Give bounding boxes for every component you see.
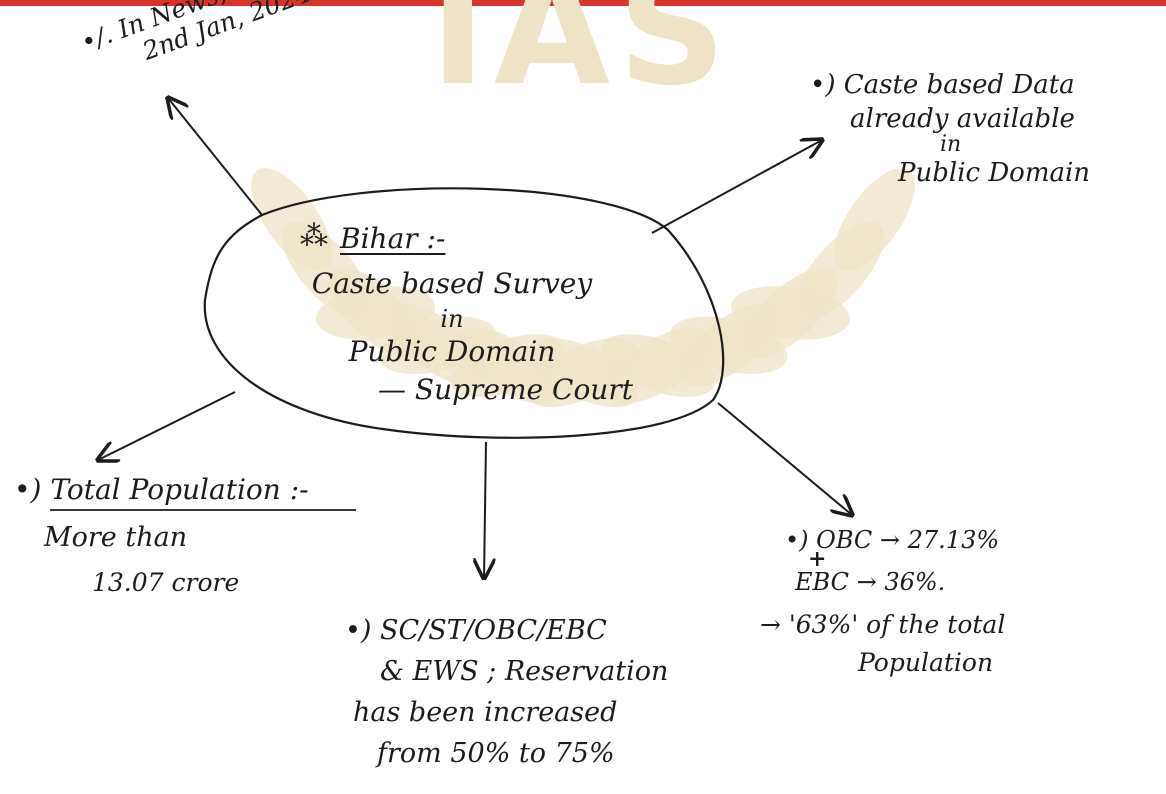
- obc-plus: +: [808, 546, 827, 572]
- arrow-to-population: [98, 391, 236, 460]
- reservation-note: •) SC/ST/OBC/EBC & EWS ; Reservation has…: [345, 617, 668, 767]
- laurel-leaves: [251, 168, 915, 408]
- laurel-leaf: [678, 303, 779, 387]
- reservation-line-1: •) SC/ST/OBC/EBC: [345, 615, 607, 646]
- watermark-text: IAS: [430, 0, 734, 119]
- public-data-line-2: already available: [850, 104, 1075, 134]
- arrow-to-news: [168, 98, 263, 216]
- center-heading: Bihar :-: [340, 222, 446, 255]
- public-data-note: •) Caste based Data already available in…: [810, 72, 1090, 186]
- population-bullet: •): [14, 473, 42, 506]
- center-line-4: — Supreme Court: [378, 373, 633, 406]
- public-data-line-1: •) Caste based Data: [810, 70, 1075, 100]
- population-line-1: More than: [44, 522, 188, 553]
- arrow-to-obc: [717, 402, 852, 515]
- center-star-icon: ⁂: [300, 219, 328, 252]
- population-suffix: :-: [289, 473, 309, 506]
- reservation-line-2: & EWS ; Reservation: [380, 656, 669, 687]
- arrow-to-reservation: [484, 441, 486, 578]
- center-line-1: Caste based Survey: [311, 267, 593, 300]
- obc-line-1: •) OBC → 27.13%: [785, 526, 1000, 554]
- laurel-leaf: [604, 327, 712, 404]
- arrow-to-public-data: [651, 140, 822, 234]
- population-note: •) Total Population :-: [14, 476, 309, 504]
- population-heading: Total Population: [50, 473, 281, 506]
- laurel-leaf: [527, 337, 639, 408]
- obc-line-4: Population: [858, 648, 994, 677]
- center-line-2: in: [440, 305, 464, 333]
- population-line-2: 13.07 crore: [92, 568, 240, 597]
- public-data-line-4: Public Domain: [898, 158, 1091, 188]
- central-oval: [203, 187, 725, 439]
- reservation-line-3: has been increased: [353, 697, 618, 728]
- obc-line-3: → '63%' of the total: [760, 610, 1006, 639]
- center-line-3: Public Domain: [348, 335, 556, 368]
- public-data-line-3: in: [940, 132, 962, 157]
- reservation-line-4: from 50% to 75%: [377, 738, 615, 769]
- top-accent-bar: [0, 0, 1166, 6]
- obc-line-2: EBC → 36%.: [795, 568, 946, 596]
- laurel-leaf: [315, 285, 436, 340]
